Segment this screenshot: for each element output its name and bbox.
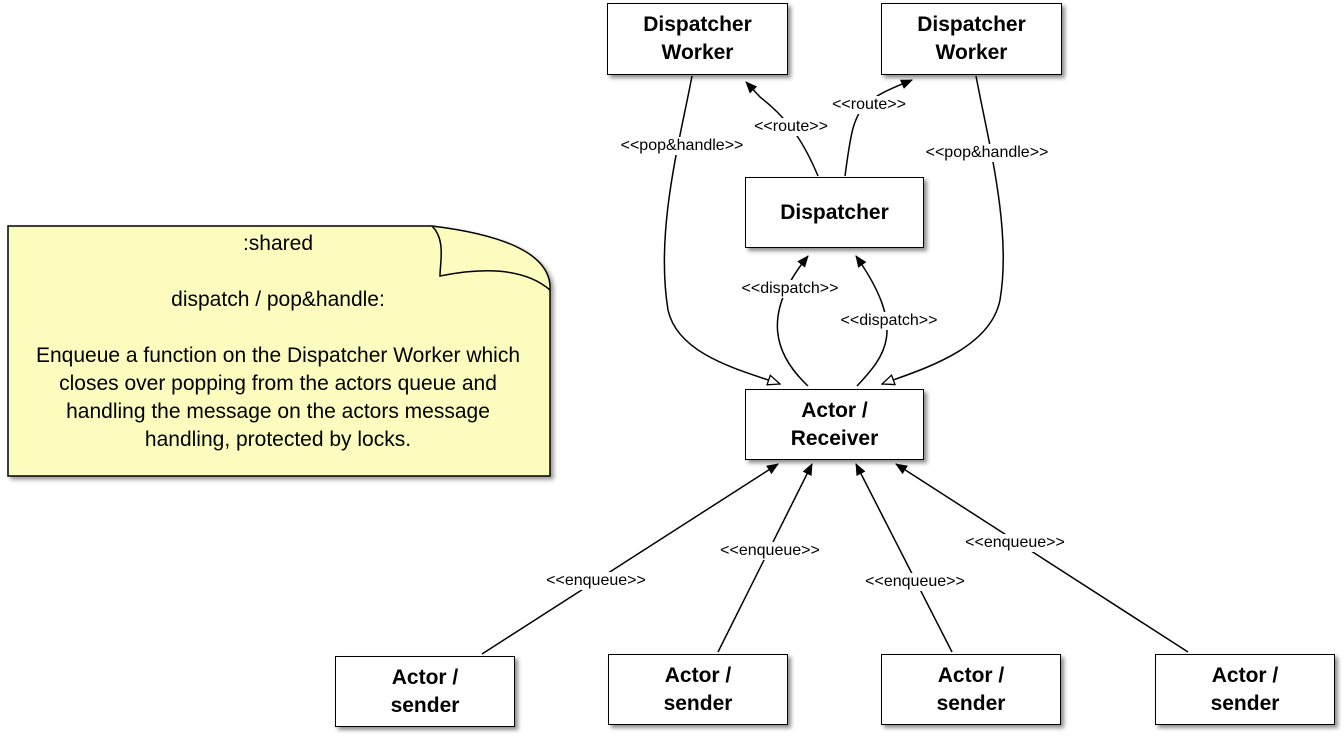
edge-enqueue-4 [895, 463, 1189, 653]
edge-label-pop-handle-left: <<pop&handle>> [619, 137, 745, 155]
node-actor-sender-2: Actor / sender [608, 654, 788, 725]
node-actor-sender-4: Actor / sender [1155, 654, 1335, 725]
note-body: Enqueue a function on the Dispatcher Wor… [35, 344, 521, 451]
node-dispatcher-worker-right: Dispatcher Worker [881, 3, 1062, 75]
edge-label-enqueue-4: <<enqueue>> [964, 534, 1066, 552]
edge-label-dispatch-right: <<dispatch>> [839, 312, 939, 330]
edge-label-route-right: <<route>> [831, 96, 907, 114]
edge-label-enqueue-2: <<enqueue>> [719, 542, 821, 560]
node-label: Actor / sender [390, 665, 460, 717]
node-label: Actor / sender [663, 663, 733, 715]
node-dispatcher: Dispatcher [745, 177, 924, 248]
node-label: Dispatcher Worker [643, 13, 752, 64]
node-dispatcher-worker-left: Dispatcher Worker [607, 3, 788, 75]
edge-label-pop-handle-right: <<pop&handle>> [924, 144, 1050, 162]
edge-pop-handle-left [663, 75, 780, 384]
edge-label-enqueue-3: <<enqueue>> [864, 573, 966, 591]
edge-route-right [844, 79, 913, 177]
note-title: :shared [242, 232, 314, 255]
edge-enqueue-1 [481, 463, 779, 655]
shared-note-shape [7, 225, 551, 477]
edge-label-route-left: <<route>> [753, 118, 829, 136]
node-label: Actor / sender [1210, 663, 1280, 715]
note-subtitle: dispatch / pop&handle: [171, 288, 385, 311]
node-label: Actor / Receiver [790, 398, 879, 450]
node-actor-sender-3: Actor / sender [881, 654, 1061, 725]
node-label: Dispatcher Worker [917, 13, 1026, 64]
edge-enqueue-3 [855, 463, 953, 653]
node-label: Dispatcher [780, 200, 889, 224]
edge-dispatch-right [855, 255, 888, 387]
node-actor-receiver: Actor / Receiver [745, 389, 924, 460]
node-label: Actor / sender [936, 663, 1006, 715]
edge-dispatch-left [776, 255, 809, 387]
edge-label-enqueue-1: <<enqueue>> [545, 572, 647, 590]
edge-label-dispatch-left: <<dispatch>> [740, 280, 840, 298]
shared-note: :shared dispatch / pop&handle: Enqueue a… [10, 230, 546, 454]
edge-pop-handle-right [882, 75, 1005, 384]
node-actor-sender-1: Actor / sender [335, 656, 515, 727]
